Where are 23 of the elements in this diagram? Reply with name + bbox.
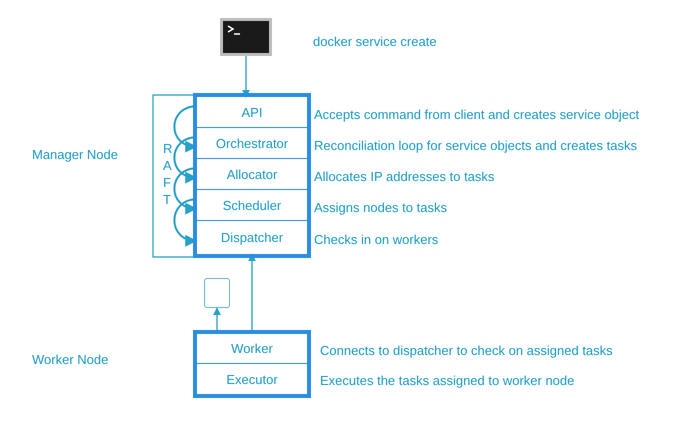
component-row: API <box>197 97 307 128</box>
stack-box <box>193 93 311 258</box>
component-row: Executor <box>197 364 307 394</box>
component-row: Orchestrator <box>197 128 307 159</box>
description-text: Connects to dispatcher to check on assigned tasks <box>320 343 613 359</box>
command-text: docker service create <box>313 34 437 50</box>
description-text: Reconciliation loop for service objects and creates tasks <box>314 138 637 154</box>
arrow <box>242 56 250 98</box>
component-row: Scheduler <box>197 190 307 221</box>
node-label: Worker Node <box>32 352 108 368</box>
small-box <box>204 278 230 308</box>
description-text: Checks in on workers <box>314 232 438 248</box>
description-text: Assigns nodes to tasks <box>314 200 447 216</box>
vertical-label: RAFT <box>163 140 170 208</box>
terminal-icon <box>220 18 272 56</box>
description-text: Executes the tasks assigned to worker node <box>320 373 574 389</box>
component-row: Allocator <box>197 159 307 190</box>
description-text: Allocates IP addresses to tasks <box>314 168 494 184</box>
description-text: Accepts command from client and creates service object <box>314 106 640 122</box>
node-label: Manager Node <box>32 147 118 163</box>
component-row: Dispatcher <box>197 221 307 254</box>
stack-box <box>193 330 311 398</box>
component-row: Worker <box>197 334 307 364</box>
